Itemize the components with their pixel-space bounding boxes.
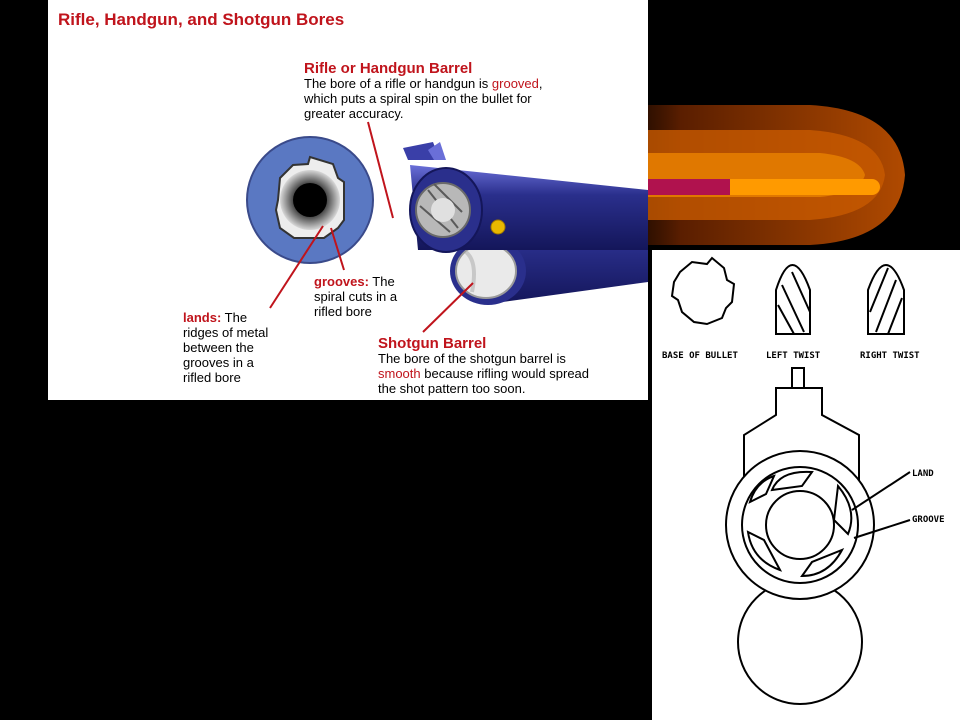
bullet-base-sketch [670,256,736,326]
shotgun-text-before: The bore of the shotgun barrel is [378,351,566,366]
bores-diagram-panel: Rifle, Handgun, and Shotgun Bores Rifle … [48,0,648,400]
grooves-text: The spiral cuts in a rifled bore [314,274,398,319]
diagram-title: Rifle, Handgun, and Shotgun Bores [58,10,345,29]
rifle-text-before: The bore of a rifle or handgun is [304,76,489,91]
bead-sight [490,219,506,235]
rifle-callout: Rifle or Handgun Barrel The bore of a ri… [304,61,544,121]
land-label: LAND [912,469,934,479]
left-twist-sketch [775,264,811,335]
shotgun-callout: Shotgun Barrel The bore of the shotgun b… [378,336,608,396]
grooves-callout: grooves: The spiral cuts in a rifled bor… [314,274,414,319]
right-twist-label: RIGHT TWIST [860,351,920,361]
rifle-highlight: grooved [491,76,539,91]
lands-text: The ridges of metal between the grooves … [183,310,269,385]
lands-term: lands: [183,310,222,325]
rifle-heading: Rifle or Handgun Barrel [304,60,473,77]
left-twist-label: LEFT TWIST [766,351,821,361]
groove-label: GROOVE [912,515,945,525]
rifling-sketch: BASE OF BULLET LEFT TWIST RIGHT TWIST LA… [662,256,945,705]
shotgun-highlight: smooth [378,366,421,381]
rifle-text-after: , which puts a spiral spin on the bullet… [304,76,543,121]
grooves-term: grooves: [314,274,369,289]
lands-callout: lands: The ridges of metal between the g… [183,310,283,385]
barrels-illustration [246,121,648,333]
shotgun-heading: Shotgun Barrel [378,335,487,352]
shotgun-text-after: because rifling would spread the shot pa… [378,366,590,396]
base-of-bullet-label: BASE OF BULLET [662,351,738,361]
rifling-sketch-panel: BASE OF BULLET LEFT TWIST RIGHT TWIST LA… [652,250,960,720]
right-twist-sketch [867,264,905,335]
